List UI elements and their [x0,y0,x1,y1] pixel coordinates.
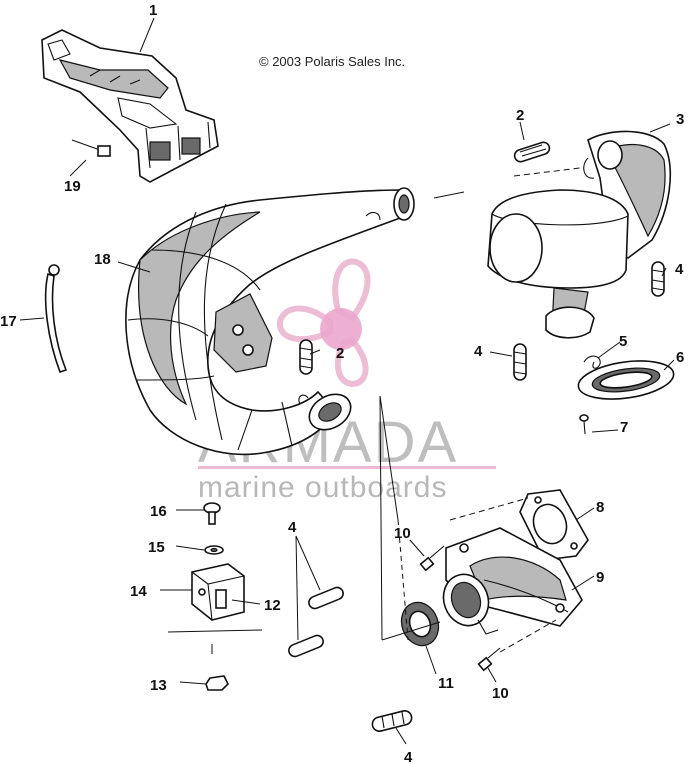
callout-4-right: 4 [675,261,684,278]
spring-clip-5 [583,355,601,369]
propeller-logo-icon [276,258,371,388]
callout-7: 7 [620,419,628,436]
muffler-3 [487,130,672,339]
callout-2-center: 2 [336,345,344,362]
callout-2-top: 2 [516,107,524,124]
spring-2-center [299,339,313,375]
strap-17 [44,264,68,374]
callout-17: 17 [0,313,17,330]
callout-11: 11 [438,675,454,692]
callout-12: 12 [264,597,281,614]
callout-4-left: 4 [288,519,297,536]
bolt-19 [71,139,111,157]
bolt-16 [203,502,221,525]
mounting-bracket [41,29,219,183]
spring-4-left-upper [308,586,344,610]
spring-4-mid [513,343,527,381]
seal-ring-11 [400,601,440,647]
callout-8: 8 [596,499,604,516]
expansion-chamber-pipe [125,187,415,456]
callout-1: 1 [149,2,157,19]
nut-13 [205,675,229,691]
callout-19: 19 [64,178,81,195]
screw-7 [579,414,589,435]
leader-lines [19,17,675,745]
bolt-10-upper [419,545,445,572]
callout-13: 13 [150,677,167,694]
spring-4-right [651,261,665,297]
bolt-10-lower [477,647,501,672]
callout-14: 14 [130,583,147,600]
spring-4-left-lower [288,634,324,658]
callout-4-bottom: 4 [404,749,413,764]
callout-4-mid: 4 [474,343,483,360]
callout-9: 9 [596,569,604,586]
callout-10-lower: 10 [492,685,509,702]
spring-2-top [513,141,551,163]
callout-3: 3 [676,111,684,128]
gasket-6 [577,360,675,400]
washer-15 [204,545,224,555]
flange-gasket-8 [519,489,589,561]
spring-4-bottom [371,710,413,732]
callout-18: 18 [94,251,111,268]
callout-10-upper: 10 [394,525,411,542]
watermark-tagline: marine outboards [198,471,447,504]
callout-labels: 1 2 2 3 4 4 4 4 5 6 7 8 9 10 10 11 12 13… [0,2,684,764]
callout-15: 15 [148,539,165,556]
callout-16: 16 [150,503,167,520]
exhaust-manifold-9 [442,527,583,635]
callout-6: 6 [676,349,684,366]
callout-5: 5 [619,333,627,350]
insert-12 [215,589,227,609]
copyright-text: © 2003 Polaris Sales Inc. [259,54,405,69]
